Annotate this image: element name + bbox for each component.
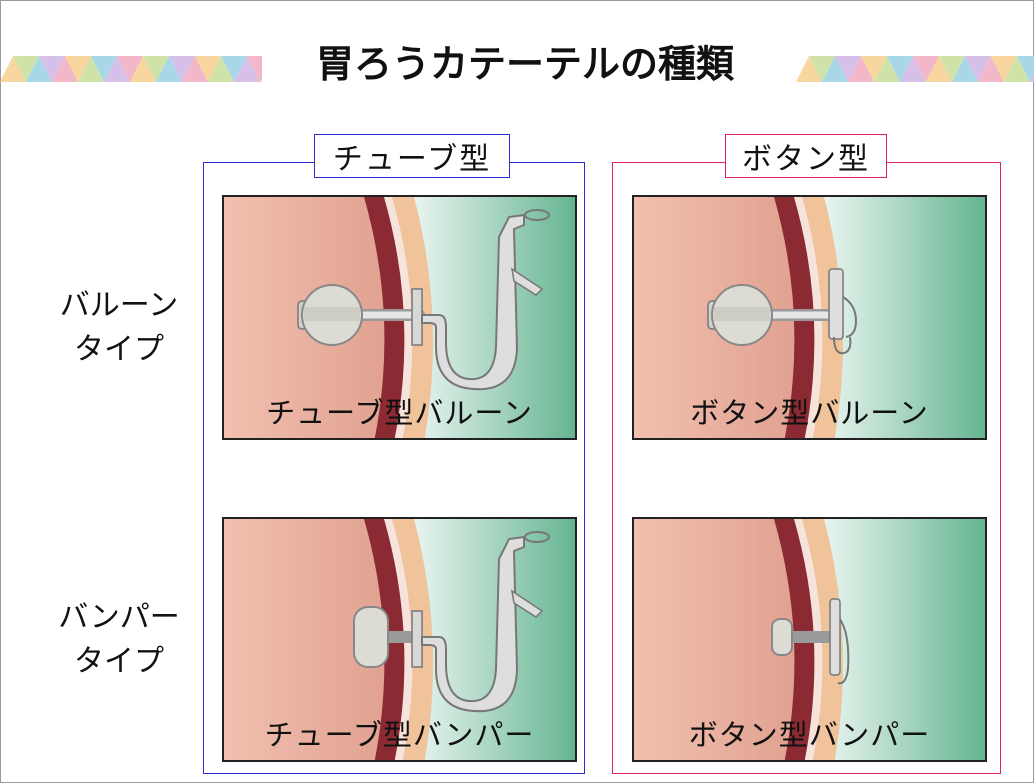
decorative-triangle — [156, 56, 182, 82]
decorative-triangle — [1030, 74, 1034, 82]
tube-bumper-illustration: チューブ型バンパー — [222, 517, 577, 762]
decorative-triangle — [234, 56, 260, 82]
decorative-triangle — [78, 56, 104, 82]
decorative-triangle — [143, 56, 169, 82]
decorative-triangle — [978, 56, 1004, 82]
decorative-triangle — [991, 56, 1017, 82]
decorative-triangle — [260, 78, 262, 82]
button-device-shape — [828, 268, 858, 355]
tube-balloon-caption: チューブ型バルーン — [266, 396, 533, 430]
decorative-triangle — [887, 56, 913, 82]
button-device-shape — [829, 598, 850, 685]
bumper-type-label-line1: バンパー — [58, 600, 180, 635]
bumper-type-label: バンパー タイプ — [34, 596, 204, 684]
balloon-type-label: バルーン タイプ — [34, 284, 204, 372]
decorative-triangle — [1017, 56, 1034, 82]
balloon-type-label-line1: バルーン — [59, 288, 179, 323]
decorative-triangle — [952, 56, 978, 82]
button-bumper-drawing — [634, 519, 985, 760]
bumper-shape — [771, 618, 834, 656]
decorative-triangle — [39, 56, 65, 82]
decorative-triangle — [13, 56, 39, 82]
decorative-triangle — [195, 56, 221, 82]
tube-balloon-illustration: チューブ型バルーン — [222, 195, 577, 440]
decorative-triangle — [182, 56, 208, 82]
decorative-triangle — [874, 56, 900, 82]
balloon-shape — [297, 284, 425, 346]
decorative-triangle-band-left — [0, 56, 262, 82]
bumper-type-label-line2: タイプ — [74, 644, 164, 679]
page-title: 胃ろうカテーテルの種類 — [315, 41, 734, 86]
decorative-triangle — [91, 56, 117, 82]
decorative-triangle — [809, 56, 835, 82]
tube-bumper-caption: チューブ型バンパー — [264, 718, 535, 752]
decorative-triangle — [822, 56, 848, 82]
decorative-triangle — [247, 56, 262, 82]
decorative-triangle — [939, 56, 965, 82]
decorative-triangle — [221, 56, 247, 82]
decorative-triangle — [26, 56, 52, 82]
decorative-triangle — [926, 56, 952, 82]
decorative-triangle — [835, 56, 861, 82]
button-bumper-caption: ボタン型バンパー — [688, 718, 931, 752]
balloon-shape — [707, 284, 840, 346]
decorative-triangle — [208, 56, 234, 82]
balloon-type-label-line2: タイプ — [74, 332, 164, 367]
tube-shape — [411, 531, 550, 713]
decorative-triangle — [169, 56, 195, 82]
button-bumper-illustration: ボタン型バンパー — [632, 517, 987, 762]
decorative-triangle — [130, 56, 156, 82]
decorative-triangle — [796, 56, 822, 82]
decorative-triangle — [900, 56, 926, 82]
tube-bumper-drawing — [224, 519, 575, 760]
decorative-triangle — [965, 56, 991, 82]
decorative-triangle — [117, 56, 143, 82]
decorative-triangle — [861, 56, 887, 82]
button-balloon-illustration: ボタン型バルーン — [632, 195, 987, 440]
tube-type-heading: チューブ型 — [314, 134, 510, 178]
decorative-triangle — [0, 56, 26, 82]
tube-shape — [411, 209, 550, 391]
decorative-triangle — [1004, 56, 1030, 82]
decorative-triangle — [65, 56, 91, 82]
decorative-triangle — [52, 56, 78, 82]
decorative-triangle — [848, 56, 874, 82]
decorative-triangle — [913, 56, 939, 82]
decorative-triangle-band-right — [796, 56, 1034, 82]
button-balloon-caption: ボタン型バルーン — [690, 396, 929, 430]
button-type-heading: ボタン型 — [725, 134, 887, 178]
button-balloon-drawing — [634, 197, 985, 438]
tube-balloon-drawing — [224, 197, 575, 438]
decorative-triangle — [104, 56, 130, 82]
